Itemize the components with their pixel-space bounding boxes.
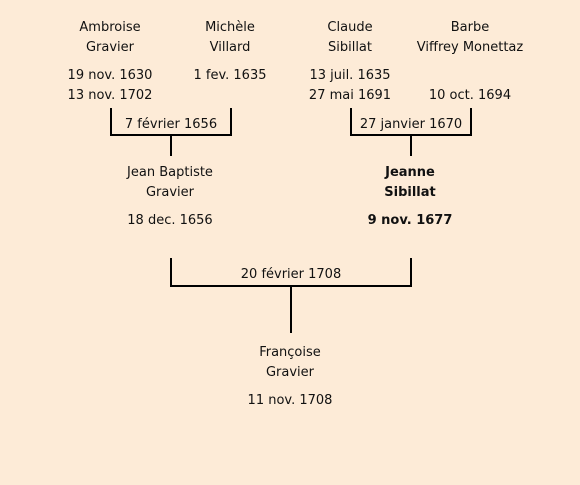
person-dates: 19 nov. 1630 13 nov. 1702 <box>40 66 180 106</box>
surname: Viffrey Monettaz <box>416 40 524 55</box>
marriage-date-right-couple: 27 janvier 1670 <box>359 117 463 132</box>
connector-right-couple-child-stem <box>410 136 412 156</box>
given-name: Barbe <box>450 20 490 35</box>
connector-left-couple-right-drop <box>230 108 232 136</box>
person-name: Jean Baptiste Gravier <box>100 163 240 203</box>
death-date: 10 oct. 1694 <box>428 88 512 103</box>
birth-date: 11 nov. 1708 <box>247 393 333 408</box>
surname: Gravier <box>85 40 135 55</box>
person-dates: 13 juil. 1635 27 mai 1691 <box>280 66 420 106</box>
death-date: 27 mai 1691 <box>308 88 392 103</box>
birth-date: 13 juil. 1635 <box>309 68 391 83</box>
person-name: Michèle Villard <box>160 18 300 58</box>
connector-left-couple-left-drop <box>110 108 112 136</box>
person-jean-baptiste-gravier[interactable]: Jean Baptiste Gravier 18 dec. 1656 <box>100 163 240 231</box>
person-michele-villard[interactable]: Michèle Villard 1 fev. 1635 <box>160 18 300 86</box>
death-date: 13 nov. 1702 <box>67 88 153 103</box>
person-barbe-viffrey-monettaz[interactable]: Barbe Viffrey Monettaz 10 oct. 1694 <box>400 18 540 106</box>
connector-parents-child-stem <box>290 287 292 333</box>
given-name: Jeanne <box>385 165 435 180</box>
surname: Villard <box>209 40 251 55</box>
given-name: Claude <box>327 20 373 35</box>
surname: Gravier <box>265 365 315 380</box>
given-name: Françoise <box>259 345 321 360</box>
person-name: Claude Sibillat <box>280 18 420 58</box>
person-name: Françoise Gravier <box>220 343 360 383</box>
connector-right-couple-right-drop <box>470 108 472 136</box>
connector-parents-right-drop <box>410 258 412 287</box>
birth-date: 1 fev. 1635 <box>193 68 267 83</box>
given-name: Ambroise <box>79 20 141 35</box>
birth-date: 19 nov. 1630 <box>67 68 153 83</box>
connector-left-couple-child-stem <box>170 136 172 156</box>
connector-right-couple-bar <box>350 134 472 136</box>
connector-parents-left-drop <box>170 258 172 287</box>
connector-left-couple-bar <box>110 134 232 136</box>
surname: Gravier <box>145 185 195 200</box>
surname: Sibillat <box>327 40 372 55</box>
person-jeanne-sibillat[interactable]: Jeanne Sibillat 9 nov. 1677 <box>340 163 480 231</box>
person-name: Barbe Viffrey Monettaz <box>400 18 540 58</box>
birth-date: 18 dec. 1656 <box>127 213 213 228</box>
connector-parents-bar <box>170 285 412 287</box>
person-francoise-gravier[interactable]: Françoise Gravier 11 nov. 1708 <box>220 343 360 411</box>
person-name: Ambroise Gravier <box>40 18 180 58</box>
person-name: Jeanne Sibillat <box>340 163 480 203</box>
person-ambroise-gravier[interactable]: Ambroise Gravier 19 nov. 1630 13 nov. 17… <box>40 18 180 106</box>
given-name: Michèle <box>205 20 255 35</box>
birth-date: 9 nov. 1677 <box>367 213 453 228</box>
person-claude-sibillat[interactable]: Claude Sibillat 13 juil. 1635 27 mai 169… <box>280 18 420 106</box>
person-dates: 9 nov. 1677 <box>340 211 480 231</box>
person-dates: 10 oct. 1694 <box>400 86 540 106</box>
person-dates: 1 fev. 1635 <box>160 66 300 86</box>
connector-right-couple-left-drop <box>350 108 352 136</box>
person-dates: 11 nov. 1708 <box>220 391 360 411</box>
surname: Sibillat <box>384 185 436 200</box>
marriage-date-parents: 20 février 1708 <box>240 267 342 282</box>
given-name: Jean Baptiste <box>127 165 213 180</box>
person-dates: 18 dec. 1656 <box>100 211 240 231</box>
marriage-date-left-couple: 7 février 1656 <box>124 117 218 132</box>
